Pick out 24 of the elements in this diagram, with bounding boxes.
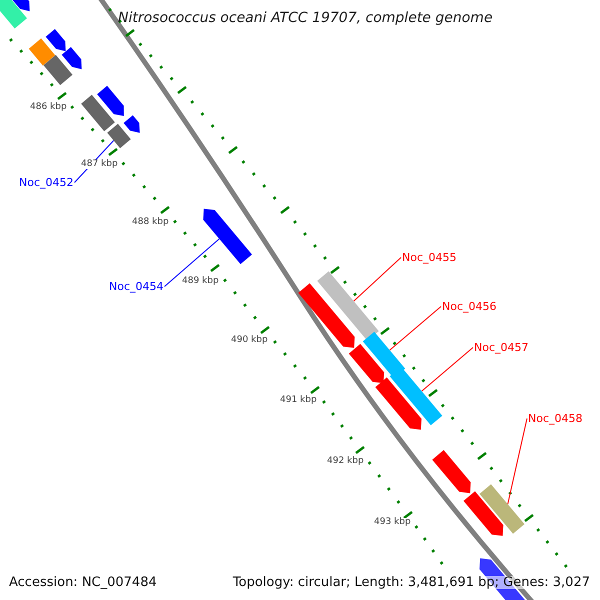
scale-label: 491 kbp <box>280 396 317 404</box>
scale-label: 493 kbp <box>374 518 411 526</box>
gene-feature <box>480 484 524 534</box>
gene-feature <box>317 271 379 341</box>
gene-feature <box>107 124 131 148</box>
leader-line <box>389 306 442 351</box>
gene-label: Noc_0454 <box>109 281 164 292</box>
scale-label: 486 kbp <box>30 102 67 112</box>
gene-label: Noc_0456 <box>442 301 497 312</box>
leader-line <box>164 238 220 287</box>
leader-line <box>507 418 528 505</box>
gene-label: Noc_0458 <box>528 413 583 424</box>
leader-line <box>421 347 474 392</box>
diagram-title: Nitrosococcus oceani ATCC 19707, complete genome <box>118 11 493 25</box>
scale-label: 492 kbp <box>327 456 364 466</box>
scale-label: 489 kbp <box>182 276 219 286</box>
scale-label: 490 kbp <box>231 336 268 344</box>
accession-text: Accession: NC_007484 <box>9 576 157 588</box>
gene-label: Noc_0457 <box>474 342 529 353</box>
leader-line <box>353 257 402 302</box>
gene-feature <box>203 208 252 264</box>
gene-label: Noc_0452 <box>19 177 74 188</box>
gene-feature <box>390 366 442 426</box>
gene-label: Noc_0455 <box>402 252 457 263</box>
